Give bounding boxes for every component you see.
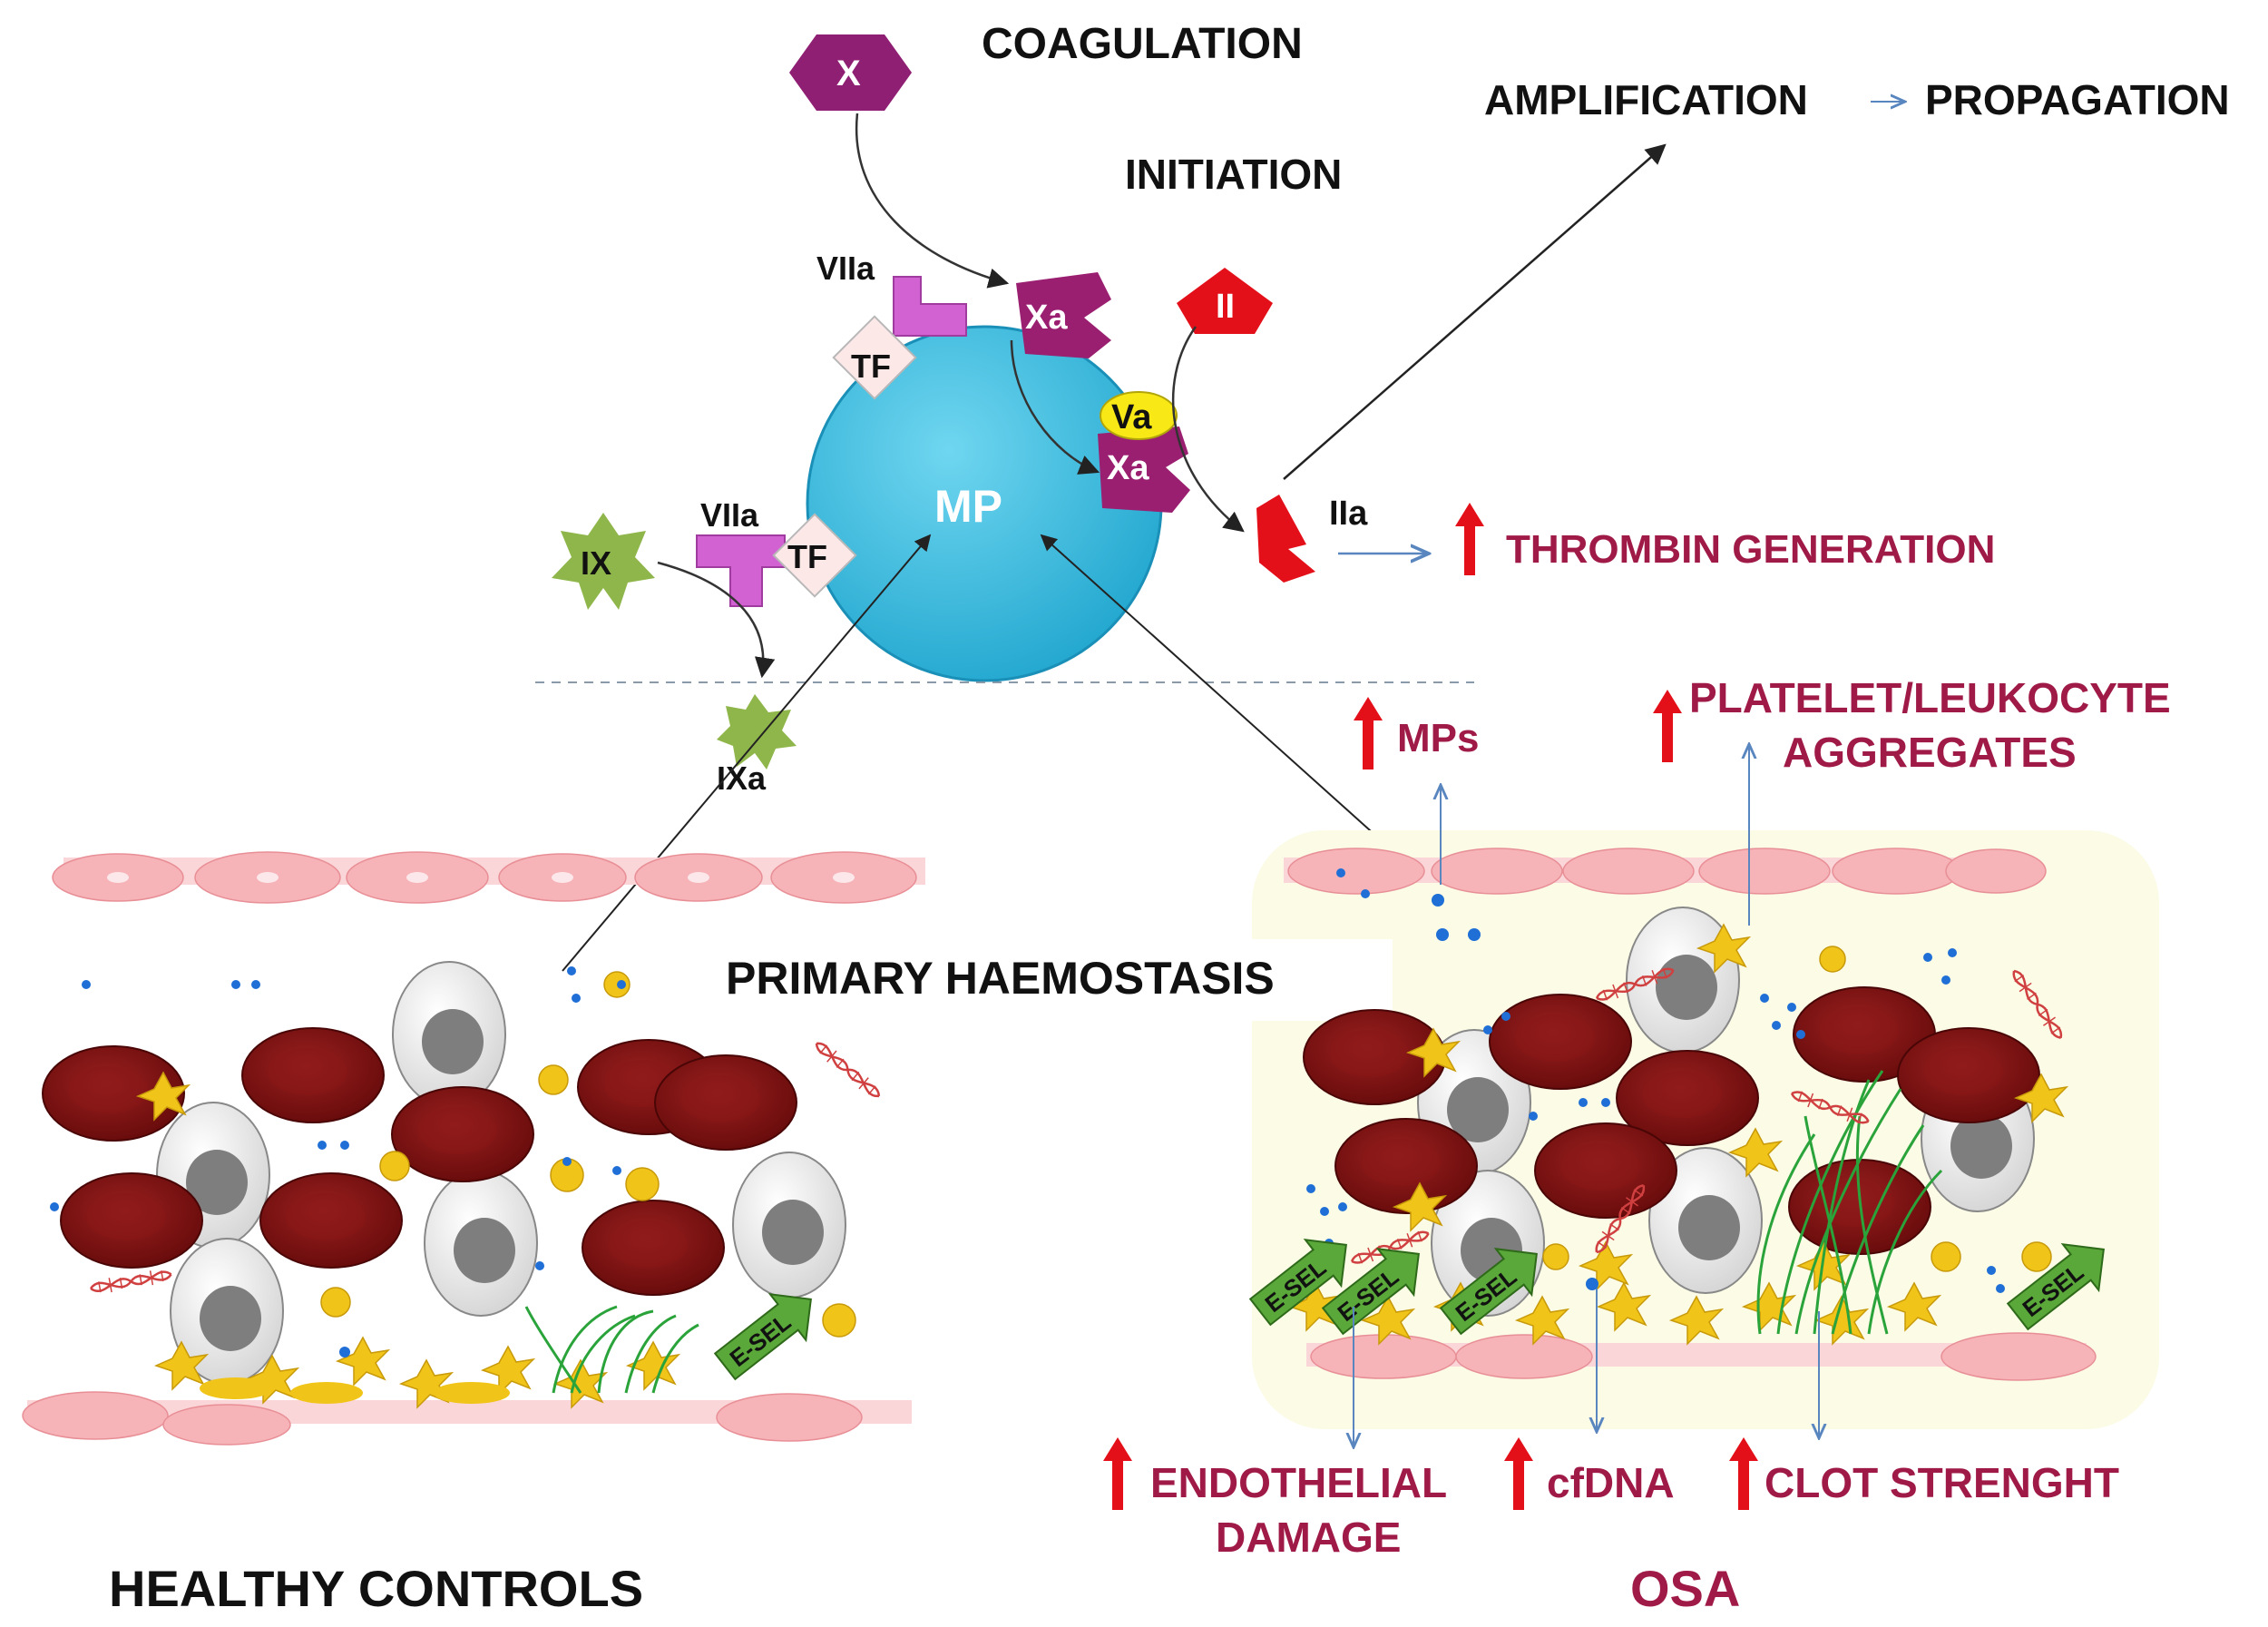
cfdna-label: cfDNA bbox=[1547, 1459, 1675, 1506]
thrombin-generation-label: THROMBIN GENERATION bbox=[1506, 527, 1995, 572]
dna-strand-icon bbox=[810, 1036, 885, 1103]
mps-label: MPs bbox=[1397, 716, 1479, 760]
thrombin-up-arrow-icon bbox=[1455, 503, 1484, 575]
endothelial-damage-label-line2: DAMAGE bbox=[1216, 1514, 1401, 1561]
healthy-to-mp-arrow bbox=[562, 534, 932, 972]
activated-platelet-icon bbox=[337, 1337, 389, 1386]
healthy-red-cell-icon bbox=[391, 1086, 534, 1182]
healthy-esel-marker: E-SEL bbox=[713, 1293, 812, 1381]
fibrin-strand-icon bbox=[524, 1305, 699, 1394]
aggregates-label-line2: AGGREGATES bbox=[1783, 729, 2077, 776]
factor-x-hexagon bbox=[789, 34, 912, 111]
to-amplification-arrow bbox=[1283, 143, 1667, 480]
primary-haemostasis-label: PRIMARY HAEMOSTASIS bbox=[726, 953, 1275, 1004]
factor-iia-label: IIa bbox=[1329, 495, 1368, 533]
healthy-vessel: E-SEL HEALTHY CONTROLS bbox=[22, 851, 925, 1617]
factor-ii-pentagon bbox=[1177, 268, 1273, 334]
osa-red-cell-icon bbox=[1897, 1027, 2040, 1123]
ix-to-ixa-arrow bbox=[657, 561, 776, 679]
initiation-label: INITIATION bbox=[1125, 151, 1342, 198]
propagation-label: PROPAGATION bbox=[1925, 76, 2230, 123]
coagulation-section: MP X Xa VIIa TF Va Xa II IIa THROMBIN G bbox=[535, 20, 2230, 972]
tf-top-diamond bbox=[832, 315, 917, 400]
x-to-xa-arrow bbox=[855, 113, 1010, 289]
clot-strength-label: CLOT STRENGHT bbox=[1765, 1459, 2119, 1506]
healthy-platelet-dots bbox=[320, 971, 856, 1338]
aggregates-up-arrow-icon bbox=[1653, 690, 1682, 762]
healthy-red-cell-icon bbox=[654, 1054, 797, 1151]
healthy-leukocyte-icon bbox=[732, 1152, 846, 1299]
clot-up-arrow-icon bbox=[1729, 1437, 1758, 1510]
osa-vessel: PRIMARY HAEMOSTASIS bbox=[708, 674, 2171, 1617]
cfdna-up-arrow-icon bbox=[1504, 1437, 1533, 1510]
healthy-platelet-layer bbox=[137, 1072, 679, 1408]
primary-haemostasis-label-bg bbox=[708, 939, 1393, 1021]
mp-label: MP bbox=[934, 481, 1002, 532]
healthy-red-cell-icon bbox=[241, 1027, 385, 1123]
factor-xa-top-label: Xa bbox=[1025, 299, 1068, 337]
osa-red-cell-icon bbox=[1489, 994, 1632, 1090]
factor-viia-left-shape bbox=[696, 534, 786, 607]
healthy-leukocyte-icon bbox=[392, 961, 506, 1108]
osa-label: OSA bbox=[1630, 1560, 1740, 1617]
osa-platelet-dots bbox=[1542, 946, 2052, 1272]
factor-xa-top-shape bbox=[1016, 272, 1111, 358]
tf-top-label: TF bbox=[851, 348, 891, 385]
dna-strand-icon bbox=[88, 1266, 174, 1298]
factor-ii-label: II bbox=[1216, 288, 1235, 326]
factor-ix-label: IX bbox=[581, 544, 611, 582]
factor-xa-bottom-shape bbox=[1098, 426, 1190, 513]
endothelial-up-arrow-icon bbox=[1103, 1437, 1132, 1510]
factor-ix-star bbox=[552, 513, 655, 610]
aggregates-label-line1: PLATELET/LEUKOCYTE bbox=[1689, 674, 2171, 721]
osa-red-cell-icon bbox=[1334, 1118, 1478, 1214]
factor-va-label: Va bbox=[1111, 398, 1152, 436]
factor-xa-bottom-label: Xa bbox=[1107, 449, 1149, 487]
healthy-controls-label: HEALTHY CONTROLS bbox=[109, 1560, 643, 1617]
factor-ixa-star bbox=[717, 694, 797, 769]
healthy-microparticle-dots bbox=[50, 966, 626, 1357]
healthy-red-cell-icon bbox=[60, 1172, 203, 1269]
factor-va-ellipse bbox=[1100, 391, 1178, 440]
factor-viia-left-label: VIIa bbox=[700, 496, 759, 534]
healthy-red-cell-icon bbox=[259, 1172, 403, 1269]
factor-x-label: X bbox=[836, 54, 861, 93]
factor-viia-top-shape bbox=[893, 276, 967, 337]
tf-left-diamond bbox=[772, 513, 857, 598]
healthy-leukocyte-icon bbox=[424, 1170, 538, 1317]
xa-to-complex-arrow bbox=[1010, 339, 1100, 475]
coagulation-title: COAGULATION bbox=[982, 20, 1303, 68]
healthy-red-cell-icon bbox=[582, 1200, 725, 1296]
endothelial-damage-label-line1: ENDOTHELIAL bbox=[1150, 1459, 1447, 1506]
fibrin-strand-icon bbox=[1756, 1070, 1943, 1335]
factor-iia-shape bbox=[1256, 495, 1315, 583]
tf-left-label: TF bbox=[787, 538, 827, 575]
amplification-label: AMPLIFICATION bbox=[1484, 76, 1808, 123]
osa-red-cell-icon bbox=[1534, 1122, 1677, 1219]
mps-up-arrow-icon bbox=[1354, 697, 1383, 769]
factor-viia-top-label: VIIa bbox=[816, 250, 875, 287]
ii-to-iia-arrow bbox=[1171, 326, 1245, 533]
